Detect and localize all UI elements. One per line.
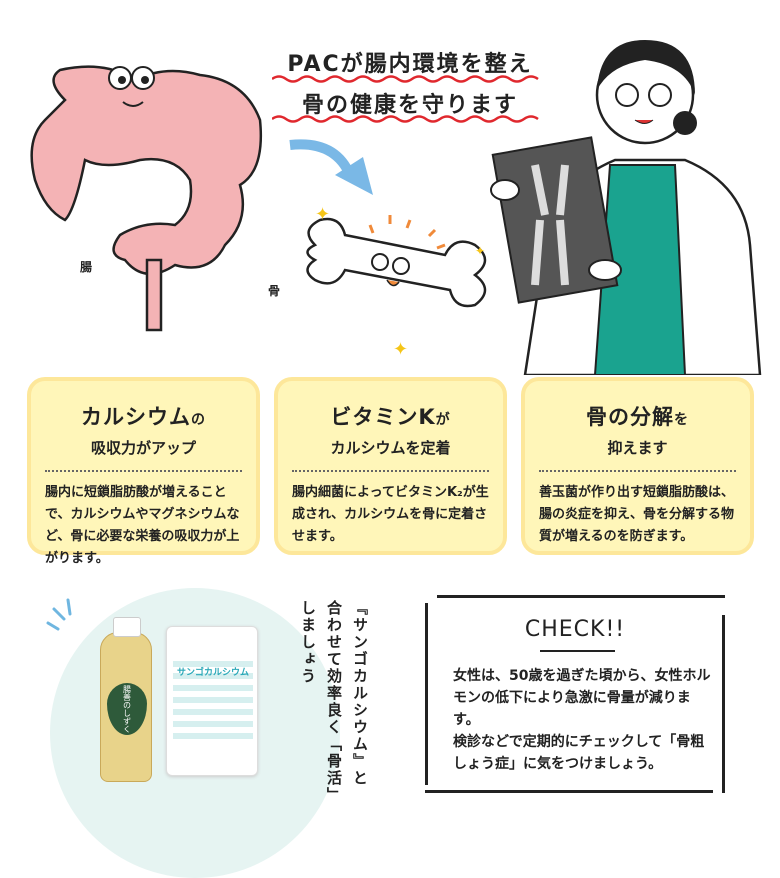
bone-label: 骨 — [268, 284, 281, 298]
title-underline — [540, 650, 615, 652]
wavy-underline — [272, 75, 539, 83]
check-body: 女性は、50歳を過ぎた頃から、女性ホルモンの低下により急激に骨量が減ります。 検… — [453, 668, 711, 772]
sparkle-lines-icon — [46, 598, 72, 631]
bottle-label: 腸善のしずく — [107, 683, 147, 735]
frame-line — [722, 615, 725, 793]
card-title: 骨の分解を — [525, 401, 750, 431]
bottle-product: 腸善のしずく — [100, 617, 152, 782]
card-subtitle: 吸収力がアップ — [90, 439, 196, 457]
vertical-message: 『サンゴカルシウム』と合わせて効率良く「骨活」しましょう — [299, 600, 369, 797]
frame-line — [425, 790, 713, 793]
card-title-particle: を — [674, 412, 689, 428]
wavy-underline — [272, 115, 539, 123]
svg-text:✦: ✦ — [315, 204, 330, 225]
card-subtitle: カルシウムを定着 — [330, 439, 451, 457]
frame-line — [437, 595, 725, 598]
card-title-main: カルシウム — [81, 405, 191, 429]
card-body: 腸内に短鎖脂肪酸が増えることで、カルシウムやマグネシウムなど、骨に必要な栄養の吸… — [45, 485, 240, 566]
card-subtitle: 抑えます — [607, 439, 668, 457]
card-title-particle: の — [191, 412, 206, 428]
headline-line2: 骨の健康を守ります — [301, 93, 518, 118]
card-title: ビタミンKが — [278, 401, 503, 431]
card-vitamin-k: ビタミンKが カルシウムを定着 腸内細菌によってビタミンK₂が生成され、カルシウ… — [274, 377, 507, 555]
card-body: 腸内細菌によってビタミンK₂が生成され、カルシウムを骨に定着させます。 — [292, 485, 489, 544]
card-bone-breakdown: 骨の分解を 抑えます 善玉菌が作り出す短鎖脂肪酸は、腸の炎症を抑え、骨を分解する… — [521, 377, 754, 555]
card-title-particle: が — [435, 412, 451, 428]
card-calcium-absorption: カルシウムの 吸収力がアップ 腸内に短鎖脂肪酸が増えることで、カルシウムやマグネ… — [27, 377, 260, 566]
pouch-product: サンゴカルシウム — [166, 626, 258, 776]
card-title-main: ビタミンK — [330, 405, 436, 429]
intestine-illustration — [30, 65, 262, 332]
divider — [539, 470, 736, 472]
card-body: 善玉菌が作り出す短鎖脂肪酸は、腸の炎症を抑え、骨を分解する物質が増えるのを防ぎま… — [539, 485, 735, 544]
check-box: CHECK!! 女性は、50歳を過ぎた頃から、女性ホルモンの低下により急激に骨量… — [425, 595, 725, 793]
headline-line1: PACが腸内環境を整え — [287, 52, 533, 77]
bone-illustration: ✦ ✦ ✦ — [306, 204, 487, 360]
pouch-label: サンゴカルシウム — [176, 668, 249, 678]
svg-text:✦: ✦ — [393, 339, 408, 360]
intestine-label: 腸 — [80, 260, 93, 274]
divider — [45, 470, 242, 472]
doctor-illustration — [490, 40, 762, 375]
card-title-main: 骨の分解 — [586, 405, 674, 429]
divider — [292, 470, 489, 472]
check-title: CHECK!! — [524, 617, 626, 642]
arrow-icon — [289, 139, 373, 195]
svg-text:✦: ✦ — [475, 244, 485, 258]
card-title: カルシウムの — [31, 401, 256, 431]
frame-line — [425, 603, 428, 785]
